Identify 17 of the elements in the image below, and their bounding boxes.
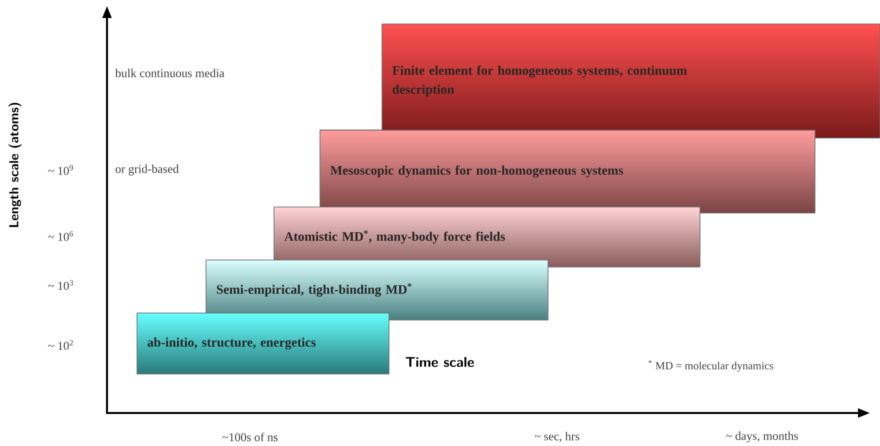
footnote: $^{*}$ MD = molecular dynamics xyxy=(648,360,774,372)
tick-label: ~ 10$^{2}$ xyxy=(48,340,73,350)
tick-label: ~ 10$^{9}$ xyxy=(48,165,73,175)
axis-label: or grid-based xyxy=(116,164,179,176)
band-box: ab-initio, structure, energetics xyxy=(136,312,390,374)
axis-label: ~ sec, hrs xyxy=(534,432,580,442)
axis-label: ~100s of ns xyxy=(222,432,278,442)
band-box: Atomistic MD$^{*}$, many-body force fields xyxy=(274,206,700,268)
band-box: Semi-empirical, tight-binding MD$^{*}$ xyxy=(206,260,548,320)
axis-label: ~ days, months xyxy=(726,432,798,442)
axis-label: bulk continuous media xyxy=(115,68,224,78)
tick-label: ~ 10$^{6}$ xyxy=(48,231,74,241)
band-box: Finite element for homogeneous systems, continuum description xyxy=(382,24,880,138)
tick-label: ~ 10$^{3}$ xyxy=(48,280,73,290)
axis-title: Length scale (atoms) xyxy=(8,102,22,228)
axis-title: Time scale xyxy=(406,357,474,367)
band-box: Mesoscopic dynamics for non-homogeneous systems xyxy=(320,130,816,214)
